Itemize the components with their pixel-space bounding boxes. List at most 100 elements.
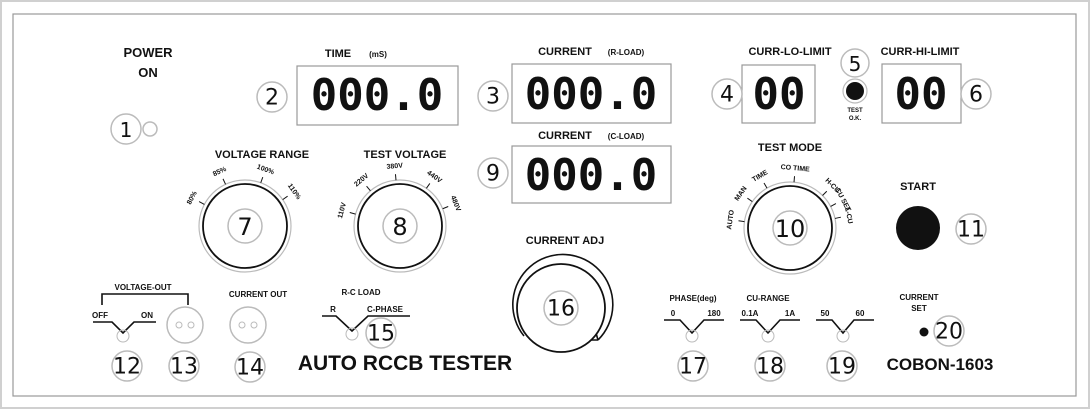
- dial-tick: [834, 216, 841, 219]
- voltage-out-on: ON: [141, 311, 153, 320]
- callout-5: 5: [849, 52, 862, 76]
- current-adj-knob[interactable]: CURRENT ADJ 16: [512, 235, 614, 353]
- test-ok-label: TEST: [847, 108, 863, 114]
- callout-12: 12: [113, 355, 141, 380]
- callout-16: 16: [547, 297, 575, 322]
- dial-tick: [349, 212, 356, 215]
- voltage-out-switch[interactable]: [93, 321, 156, 335]
- dial-tick: [282, 195, 288, 201]
- voltage-out-socket[interactable]: [166, 306, 204, 344]
- time-display: TIME (mS) 000.0 2: [256, 48, 459, 126]
- current-set-trimmer[interactable]: [919, 327, 929, 337]
- current-out-section: CURRENT OUT 14: [229, 290, 287, 383]
- time-unit: (mS): [369, 50, 387, 59]
- rc-load-r: R: [330, 305, 336, 314]
- cu-range-right: 1A: [785, 309, 795, 318]
- hi-limit-label: CURR-HI-LIMIT: [881, 46, 960, 58]
- power-section: POWER ON 1: [110, 45, 173, 145]
- phase-switch[interactable]: PHASE(deg) 0 180 17: [664, 294, 724, 382]
- dial-tick: [260, 176, 264, 183]
- current-out-socket[interactable]: [229, 306, 267, 344]
- dial-tick: [747, 197, 753, 203]
- test-voltage-label: TEST VOLTAGE: [364, 149, 447, 161]
- dial-tick: [822, 190, 828, 196]
- cu-range-switch[interactable]: CU-RANGE 0.1A 1A 18: [740, 294, 800, 382]
- rc-load-switch[interactable]: [322, 315, 410, 333]
- dial-tick-label: AUTO: [726, 209, 736, 230]
- dial-tick: [793, 176, 796, 183]
- callout-3: 3: [486, 85, 500, 110]
- callout-19: 19: [828, 355, 856, 380]
- freq-left: 50: [821, 309, 830, 318]
- rc-load-section: R-C LOAD R C-PHASE 15: [322, 288, 410, 349]
- current-r-load-display: CURRENT (R-LOAD) 000.0 3: [477, 46, 672, 124]
- callout-10: 10: [775, 215, 806, 243]
- frequency-switch[interactable]: 50 60 19: [816, 309, 874, 382]
- test-ok-indicator: 5 TEST O.K.: [840, 48, 870, 122]
- callout-6: 6: [969, 83, 983, 108]
- callout-11: 11: [957, 218, 985, 243]
- voltage-out-off: OFF: [92, 311, 108, 320]
- dial-tick-label: 110V: [337, 202, 348, 220]
- freq-right: 60: [856, 309, 865, 318]
- dial-tick-label: 380V: [386, 162, 403, 170]
- dial-tick: [366, 185, 371, 192]
- callout-8: 8: [392, 213, 407, 241]
- callout-18: 18: [756, 355, 784, 380]
- callout-13: 13: [170, 355, 198, 380]
- dial-tick: [425, 183, 431, 189]
- dial-tick-label: L-CU: [843, 207, 853, 225]
- dial-tick: [198, 201, 205, 205]
- callout-15: 15: [367, 322, 395, 347]
- time-value: 000.0: [311, 70, 443, 121]
- power-label: POWER: [123, 45, 173, 60]
- dial-tick: [442, 206, 449, 210]
- callout-1: 1: [120, 118, 133, 142]
- cu-range-label: CU-RANGE: [746, 294, 790, 303]
- callout-ring: [772, 210, 808, 246]
- current-r-value: 000.0: [525, 69, 657, 120]
- rc-load-c-phase: C-PHASE: [367, 305, 404, 314]
- start-button[interactable]: [896, 206, 940, 250]
- curr-lo-limit-display: CURR-LO-LIMIT 00 4: [711, 46, 832, 124]
- callout-9: 9: [486, 162, 500, 187]
- current-set-label: CURRENT: [899, 293, 938, 302]
- test-ok-label-2: O.K.: [849, 116, 862, 122]
- callout-7: 7: [237, 213, 252, 241]
- power-on-label: ON: [138, 65, 158, 80]
- current-out-label: CURRENT OUT: [229, 290, 287, 299]
- callout-ring: [382, 208, 418, 244]
- hi-limit-value: 00: [895, 69, 948, 120]
- phase-label: PHASE(deg): [669, 294, 716, 303]
- power-indicator-lamp: [142, 121, 158, 137]
- current-adj-label: CURRENT ADJ: [526, 235, 604, 247]
- current-c-load-display: CURRENT (C-LOAD) 000.0 9: [477, 130, 672, 204]
- curr-hi-limit-display: CURR-HI-LIMIT 00 6: [881, 46, 992, 124]
- dial-tick: [830, 203, 837, 207]
- callout-4: 4: [720, 83, 734, 108]
- current-c-value: 000.0: [525, 150, 657, 201]
- current-c-label: CURRENT: [538, 130, 592, 142]
- voltage-out-label: VOLTAGE-OUT: [114, 283, 171, 292]
- dial-tick: [738, 220, 745, 223]
- callout-14: 14: [236, 356, 264, 381]
- start-label: START: [900, 181, 936, 193]
- model-number: COBON-1603: [887, 355, 994, 374]
- lo-limit-value: 00: [753, 69, 806, 120]
- voltage-out-section: VOLTAGE-OUT OFF ON 12 13: [92, 283, 204, 382]
- current-c-sub: (C-LOAD): [608, 132, 645, 141]
- dial-tick: [394, 174, 397, 181]
- dial-tick-label: CO TIME: [780, 164, 810, 174]
- lo-limit-label: CURR-LO-LIMIT: [748, 46, 831, 58]
- rc-load-label: R-C LOAD: [341, 288, 380, 297]
- phase-left: 0: [671, 309, 676, 318]
- phase-right: 180: [707, 309, 721, 318]
- current-r-label: CURRENT: [538, 46, 592, 58]
- cu-range-left: 0.1A: [742, 309, 759, 318]
- current-r-sub: (R-LOAD): [608, 48, 645, 57]
- dial-tick: [222, 178, 227, 185]
- current-set-section: CURRENT SET 20: [899, 293, 965, 347]
- start-button-group: START 11: [896, 181, 987, 250]
